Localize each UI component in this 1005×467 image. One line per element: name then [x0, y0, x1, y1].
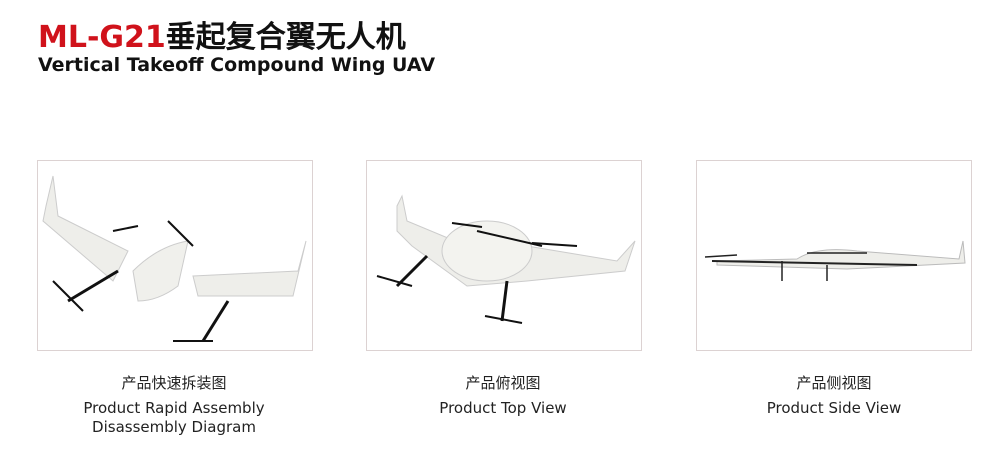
top-view-image	[366, 160, 642, 351]
assembly-diagram-image	[37, 160, 313, 351]
caption-assembly: 产品快速拆装图 Product Rapid Assembly Disassemb…	[24, 372, 324, 437]
caption-en: Product Side View	[766, 399, 902, 417]
caption-en: Product Rapid Assembly	[83, 399, 265, 417]
title-cn: 垂起复合翼无人机	[165, 20, 406, 55]
model-name: ML-G21	[38, 20, 166, 55]
caption-top-view: 产品俯视图 Product Top View	[353, 372, 653, 418]
caption-cn: 产品快速拆装图	[121, 374, 227, 392]
page-subtitle: Vertical Takeoff Compound Wing UAV	[38, 54, 436, 76]
page-title: ML-G21垂起复合翼无人机	[38, 12, 406, 56]
caption-en-line2: Disassembly Diagram	[92, 418, 256, 436]
caption-side-view: 产品侧视图 Product Side View	[684, 372, 984, 418]
caption-cn: 产品侧视图	[796, 374, 872, 392]
caption-en: Product Top View	[439, 399, 567, 417]
caption-cn: 产品俯视图	[465, 374, 541, 392]
side-view-image	[696, 160, 972, 351]
